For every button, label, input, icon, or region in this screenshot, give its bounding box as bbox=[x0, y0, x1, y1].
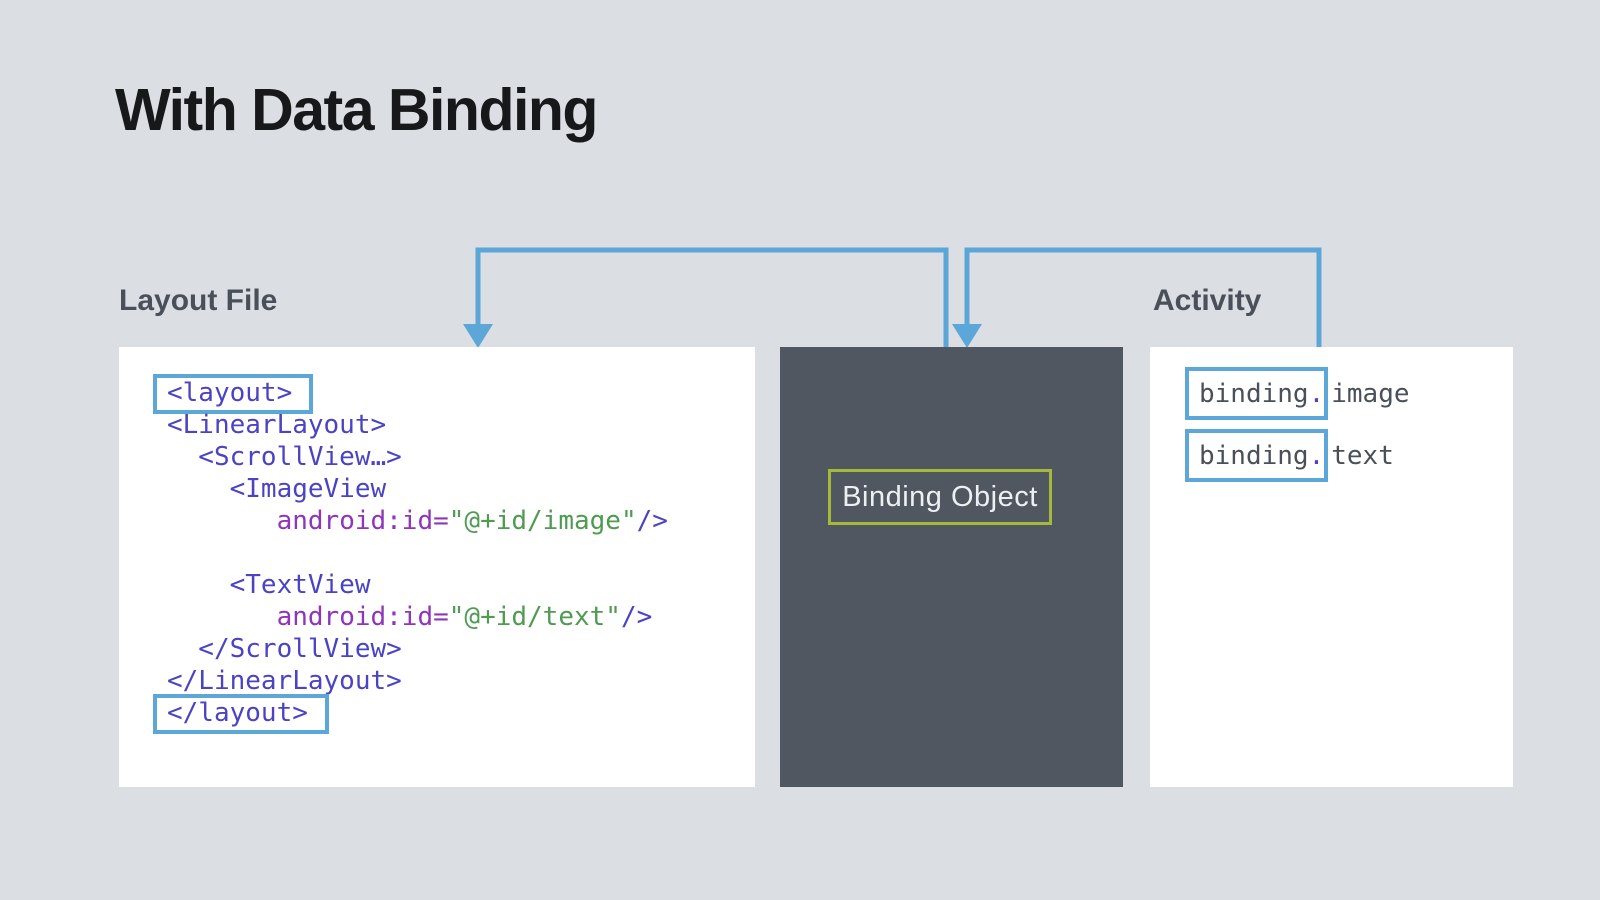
binding-property-name: image bbox=[1331, 378, 1410, 409]
binding-highlight-box: binding. bbox=[1185, 429, 1329, 482]
code-line: <ImageView bbox=[167, 473, 668, 505]
binding-dot: . bbox=[1308, 440, 1325, 471]
code-segment-tag: <LinearLayout> bbox=[167, 410, 387, 440]
binding-variable-name: binding bbox=[1199, 378, 1309, 409]
connector-activity-to-bindingobject bbox=[952, 247, 1322, 352]
code-segment-tag: <ScrollView…> bbox=[167, 442, 402, 472]
connector-bindingobject-to-layoutfile bbox=[463, 247, 949, 352]
highlighted-code-box: </layout> bbox=[153, 694, 329, 734]
code-segment-tag: </LinearLayout> bbox=[167, 666, 402, 696]
code-segment-tag: </layout> bbox=[167, 698, 308, 728]
arrowhead-down-icon bbox=[952, 324, 982, 348]
code-segment-tag: </ScrollView> bbox=[167, 634, 402, 664]
binding-reference-row: binding.text bbox=[1185, 429, 1410, 482]
binding-variable-name: binding bbox=[1199, 440, 1309, 471]
code-line: <TextView bbox=[167, 569, 668, 601]
code-line: <layout> bbox=[153, 374, 668, 414]
binding-property-name: text bbox=[1331, 440, 1394, 471]
layout-xml-code: <layout><LinearLayout> <ScrollView…> <Im… bbox=[153, 374, 668, 734]
code-line: </ScrollView> bbox=[167, 633, 668, 665]
code-line: <LinearLayout> bbox=[167, 409, 668, 441]
code-segment-tag: /> bbox=[636, 506, 668, 536]
code-line: android:id="@+id/text"/> bbox=[167, 601, 668, 633]
diagram-title: With Data Binding bbox=[115, 77, 598, 143]
code-segment-plain bbox=[167, 602, 277, 632]
code-segment-str: "@+id/image" bbox=[448, 506, 637, 536]
binding-dot: . bbox=[1308, 378, 1325, 409]
code-segment-str: "@+id/text" bbox=[448, 602, 621, 632]
code-line: <ScrollView…> bbox=[167, 441, 668, 473]
layout-file-label: Layout File bbox=[119, 284, 278, 317]
code-segment-tag: <ImageView bbox=[167, 474, 387, 504]
code-line: </LinearLayout> bbox=[167, 665, 668, 697]
code-segment-tag: <layout> bbox=[167, 378, 293, 408]
code-segment-tag: /> bbox=[620, 602, 653, 632]
code-segment-attr: android:id= bbox=[276, 506, 449, 536]
code-segment-attr: android:id= bbox=[276, 602, 449, 632]
arrowhead-down-icon bbox=[463, 324, 493, 348]
activity-label: Activity bbox=[1153, 284, 1262, 317]
highlighted-code-box: <layout> bbox=[153, 374, 314, 414]
code-segment-plain bbox=[167, 506, 277, 536]
binding-highlight-box: binding. bbox=[1185, 367, 1329, 420]
binding-object-box: Binding Object bbox=[828, 469, 1052, 525]
code-line: android:id="@+id/image"/> bbox=[167, 505, 668, 537]
binding-reference-row: binding.image bbox=[1185, 367, 1410, 420]
code-line: </layout> bbox=[153, 694, 668, 734]
layout-file-panel: <layout><LinearLayout> <ScrollView…> <Im… bbox=[119, 347, 755, 787]
code-line bbox=[167, 537, 668, 569]
binding-object-panel: Binding Object bbox=[780, 347, 1123, 787]
code-segment-tag: <TextView bbox=[167, 570, 371, 600]
